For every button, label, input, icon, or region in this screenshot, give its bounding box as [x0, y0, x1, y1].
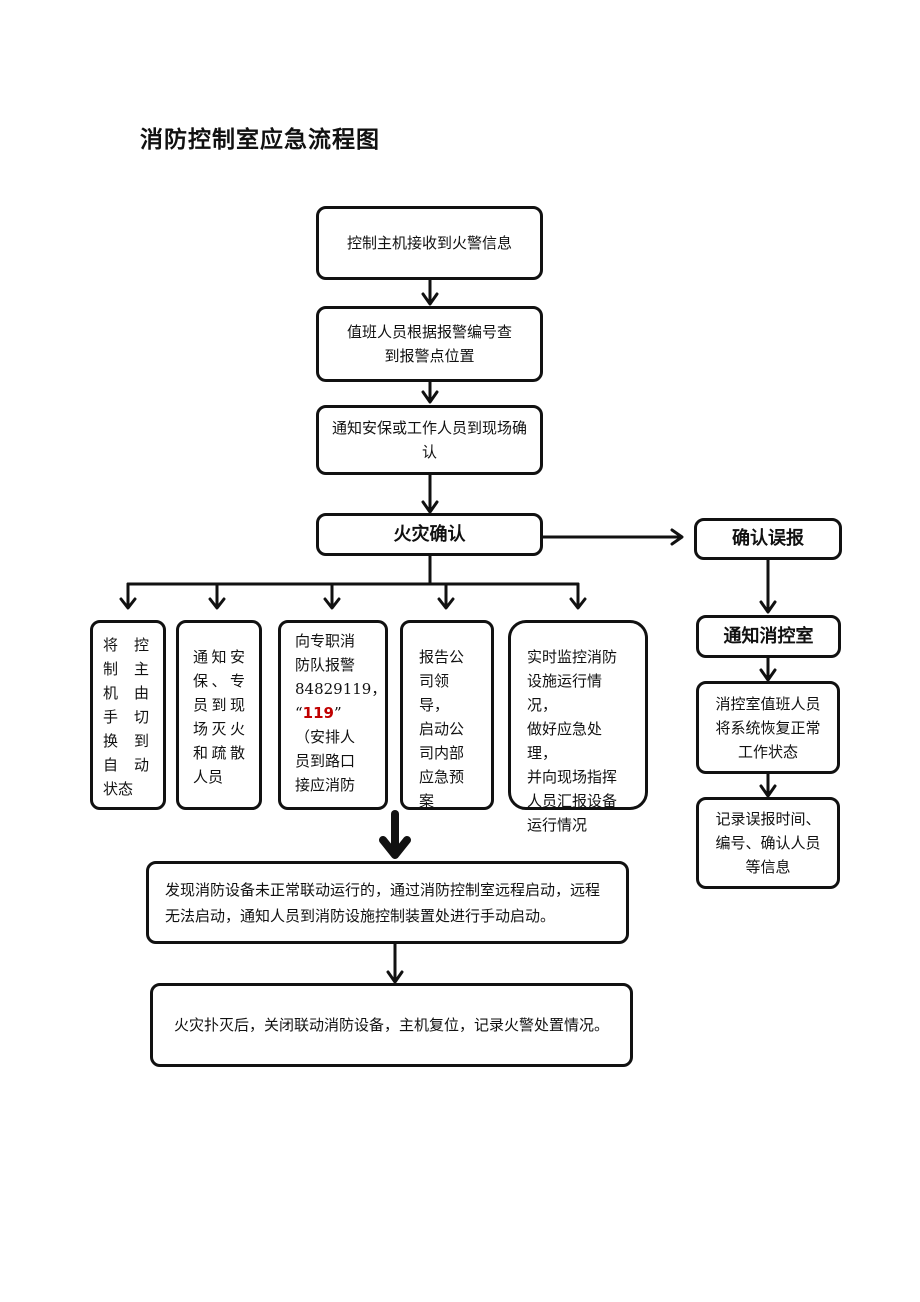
- branch-switch-auto-line: 换 到: [103, 732, 149, 750]
- step-locate-alarm: 值班人员根据报警编号查到报警点位置: [316, 306, 543, 382]
- branch-switch-auto-line: 手 切: [103, 708, 149, 726]
- step-notify-confirm: 通知安保或工作人员到现场确认: [316, 405, 543, 475]
- branch-report-leaders-line: 司领导，: [419, 672, 450, 714]
- step-locate-alarm-text: 值班人员根据报警编号查到报警点位置: [346, 323, 512, 365]
- step-equipment-failure: 发现消防设备未正常联动运行的，通过消防控制室远程启动，远程无法启动，通知人员到消…: [146, 861, 629, 944]
- step-record-false-alarm-text: 记录误报时间、编号、确认人员等信息: [715, 810, 821, 876]
- branch-notify-security-line: 通知安: [193, 648, 245, 666]
- step-restore-system-text: 消控室值班人员将系统恢复正常工作状态: [715, 694, 821, 761]
- branch-monitor-equipment-line: 做好应急处理，: [527, 720, 603, 762]
- branch-monitor-equipment-line: 运行情况: [527, 816, 588, 834]
- branch-monitor-equipment-line: 并向现场指挥: [527, 768, 618, 786]
- branch-report-leaders-line: 案: [419, 792, 435, 810]
- big-down-arrow: [379, 810, 411, 859]
- branch-report-leaders-line: 司内部: [419, 744, 465, 762]
- branch-report-leaders-line: 应急预: [419, 768, 465, 786]
- step-notify-control-room: 通知消控室: [696, 615, 841, 658]
- branch-monitor-equipment-line: 设施运行情况，: [527, 672, 603, 714]
- branch-monitor-equipment-line: 实时监控消防: [527, 648, 618, 666]
- quote-open: “: [295, 704, 303, 722]
- branch-call-fire-brigade: 向专职消 防队报警 84829119， “119” （安排人 员到路口 接应消防: [278, 620, 388, 810]
- branch-call-fire-brigade-line: 向专职消: [295, 632, 356, 650]
- branch-notify-security-line: 人员: [193, 768, 224, 786]
- branch-switch-auto-line: 状态: [103, 780, 134, 798]
- quote-close: ”: [333, 704, 342, 722]
- step-receive-alarm-text: 控制主机接收到火警信息: [346, 234, 512, 252]
- step-false-alarm: 确认误报: [694, 518, 842, 560]
- branch-call-fire-brigade-phone: 84829119，: [295, 680, 387, 698]
- branch-report-leaders-line: 启动公: [419, 720, 465, 738]
- step-notify-control-room-text: 通知消控室: [723, 625, 814, 647]
- branch-switch-auto-line: 将 控: [103, 636, 149, 654]
- branch-report-leaders: 报告公 司领导， 启动公 司内部 应急预 案: [400, 620, 494, 810]
- step-false-alarm-text: 确认误报: [732, 528, 804, 549]
- branch-switch-auto-line: 自 动: [103, 756, 149, 774]
- branch-call-fire-brigade-line: 接应消防: [295, 776, 356, 794]
- branch-notify-security-line: 员到现: [193, 696, 245, 714]
- step-record-false-alarm: 记录误报时间、编号、确认人员等信息: [696, 797, 840, 889]
- branch-notify-security-line: 和疏散: [193, 744, 245, 762]
- page-title: 消防控制室应急流程图: [140, 127, 380, 153]
- step-after-fire-text: 火灾扑灭后，关闭联动消防设备，主机复位，记录火警处置情况。: [173, 1016, 609, 1034]
- branch-call-fire-brigade-line: 防队报警: [295, 656, 356, 674]
- emergency-number-119: 119: [302, 704, 334, 722]
- step-receive-alarm: 控制主机接收到火警信息: [316, 206, 543, 280]
- branch-report-leaders-line: 报告公: [419, 648, 465, 666]
- step-after-fire: 火灾扑灭后，关闭联动消防设备，主机复位，记录火警处置情况。: [150, 983, 633, 1067]
- branch-switch-auto-line: 机 由: [103, 684, 149, 702]
- step-equipment-failure-text: 发现消防设备未正常联动运行的，通过消防控制室远程启动，远程无法启动，通知人员到消…: [165, 880, 601, 925]
- branch-call-fire-brigade-line: （安排人: [295, 728, 356, 746]
- step-notify-confirm-text: 通知安保或工作人员到现场确认: [331, 419, 527, 461]
- step-fire-confirm: 火灾确认: [316, 513, 543, 556]
- step-restore-system: 消控室值班人员将系统恢复正常工作状态: [696, 681, 840, 774]
- branch-monitor-equipment-line: 人员汇报设备: [527, 792, 618, 810]
- branch-switch-auto: 将 控 制 主 机 由 手 切 换 到 自 动 状态: [90, 620, 166, 810]
- branch-notify-security-line: 保、专: [193, 672, 245, 690]
- branch-notify-security-line: 场灭火: [193, 720, 245, 738]
- branch-call-fire-brigade-line: 员到路口: [295, 752, 356, 770]
- branch-monitor-equipment: 实时监控消防 设施运行情况， 做好应急处理， 并向现场指挥 人员汇报设备 运行情…: [508, 620, 648, 834]
- branch-notify-security: 通知安 保、专 员到现 场灭火 和疏散 人员: [176, 620, 262, 810]
- branch-switch-auto-line: 制 主: [103, 660, 149, 678]
- step-fire-confirm-text: 火灾确认: [393, 523, 466, 545]
